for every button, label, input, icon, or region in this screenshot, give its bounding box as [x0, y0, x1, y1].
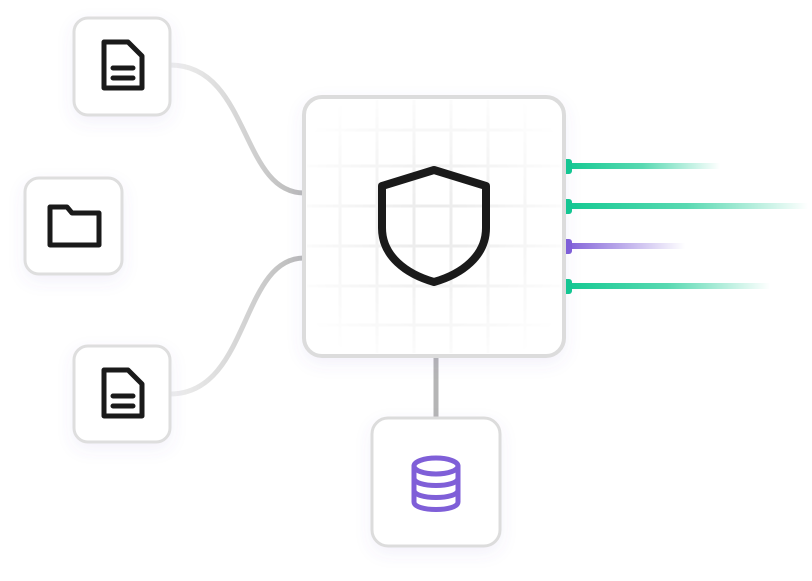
- connector-doc-bottom: [169, 255, 305, 397]
- folder-node: [23, 176, 124, 276]
- folder-icon: [47, 204, 102, 248]
- database-node: [370, 416, 502, 548]
- database-icon: [411, 455, 461, 512]
- document-node-bottom: [72, 344, 172, 444]
- document-node-top: [72, 16, 172, 117]
- output-line-2: [565, 203, 808, 209]
- output-line-3: [565, 243, 685, 249]
- security-hub: [302, 95, 566, 358]
- document-icon: [101, 367, 145, 419]
- output-line-1: [565, 163, 720, 169]
- shield-icon: [378, 166, 490, 286]
- output-lines: [557, 159, 808, 294]
- connector-doc-top: [169, 62, 305, 196]
- output-line-4: [565, 283, 770, 289]
- document-icon: [101, 39, 145, 91]
